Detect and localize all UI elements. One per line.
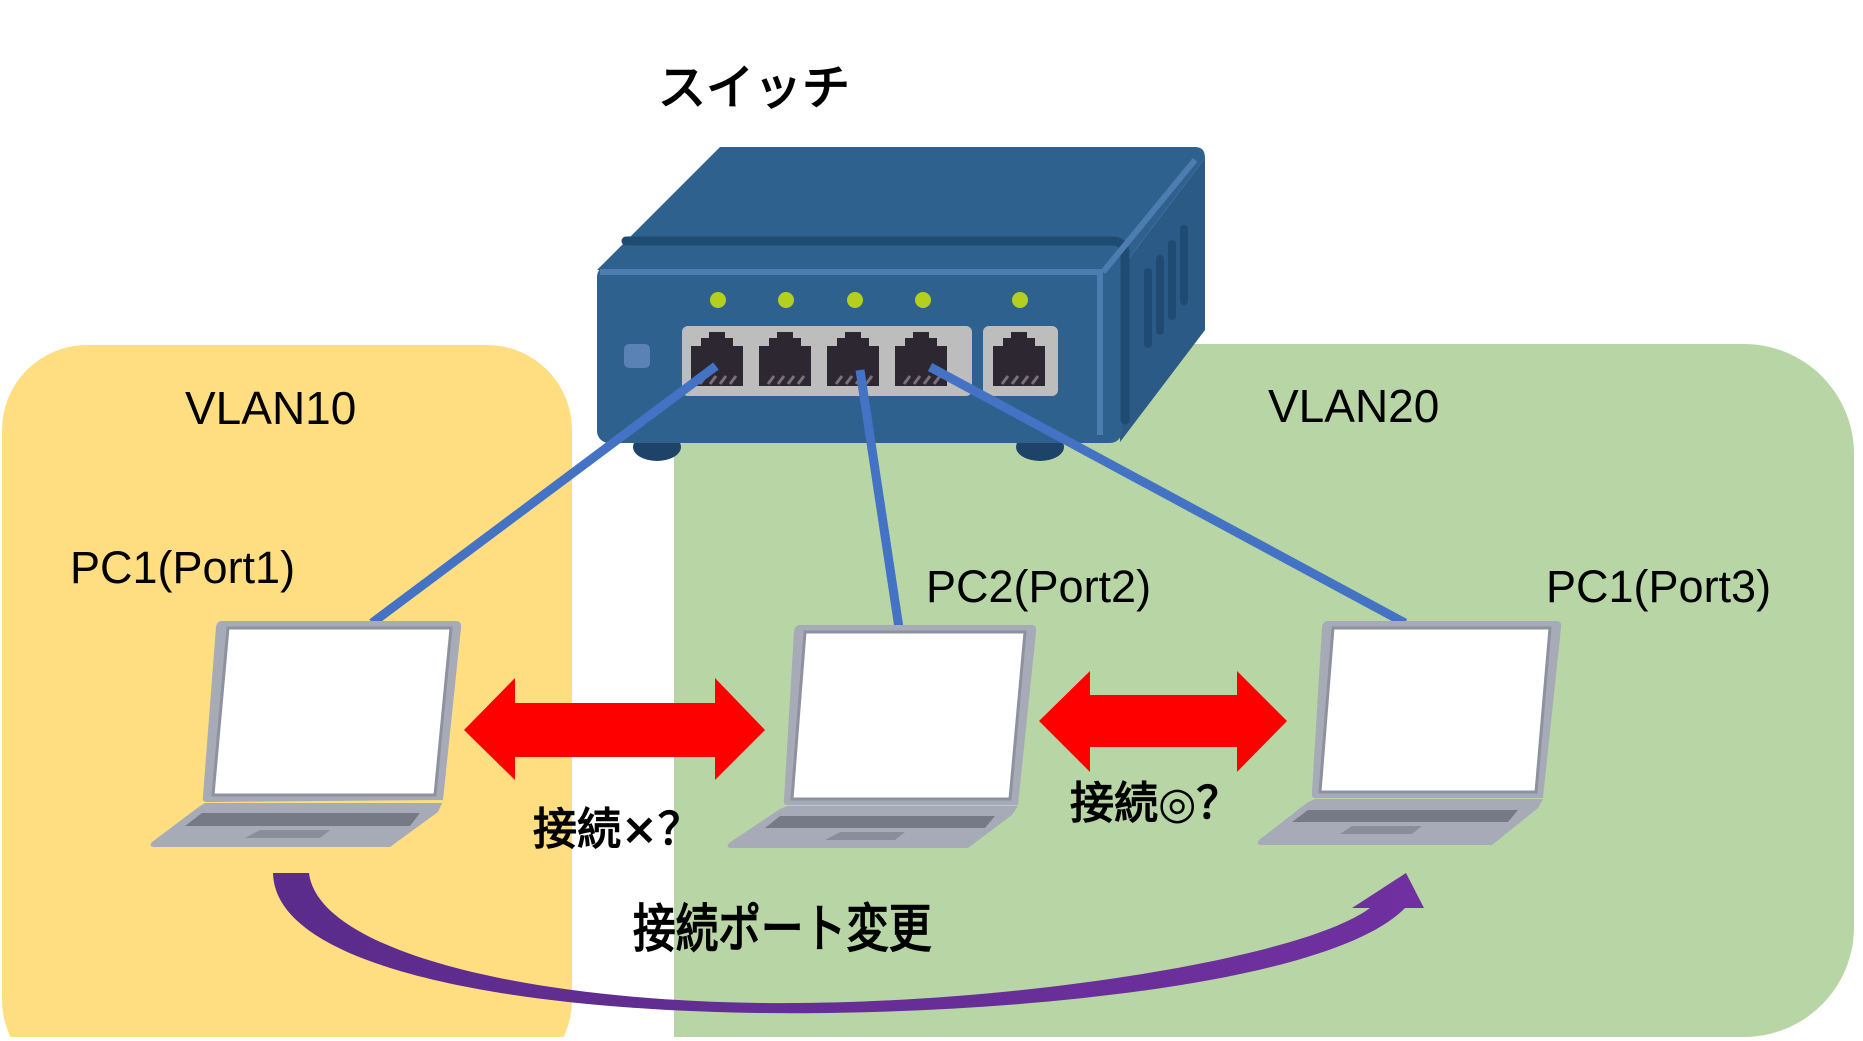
vlan20-zone: [674, 344, 1854, 1037]
pc1-port3-label: PC1(Port3): [1546, 561, 1772, 612]
laptop-icon-pc2-port2[interactable]: [727, 625, 1037, 848]
laptop-icon-pc1-port1[interactable]: [150, 621, 462, 847]
vlan20-zone-corner: [674, 900, 794, 1037]
double-arrow-pc2-pc3: [1039, 671, 1287, 772]
cables: [369, 362, 1408, 629]
pc2-port2-label: PC2(Port2): [926, 561, 1152, 612]
vlan20-label: VLAN20: [1268, 380, 1440, 432]
connection-ng-label: 接続×？: [533, 804, 702, 855]
cable-port3: [927, 363, 1408, 627]
connection-ok-label: 接続◎？: [1070, 778, 1241, 829]
switch-icon: [597, 147, 1205, 461]
laptop-icon-pc1-port3[interactable]: [1257, 621, 1562, 845]
port-change-arrow: [273, 873, 1424, 1014]
switch-label: スイッチ: [658, 60, 851, 116]
double-arrow-pc1-pc2: [464, 678, 765, 780]
cable-port2: [855, 369, 904, 629]
port-change-label: 接続ポート変更: [633, 900, 932, 960]
vlan10-label: VLAN10: [185, 382, 357, 434]
cable-port1: [369, 362, 719, 627]
pc1-port1-label: PC1(Port1): [70, 542, 296, 593]
